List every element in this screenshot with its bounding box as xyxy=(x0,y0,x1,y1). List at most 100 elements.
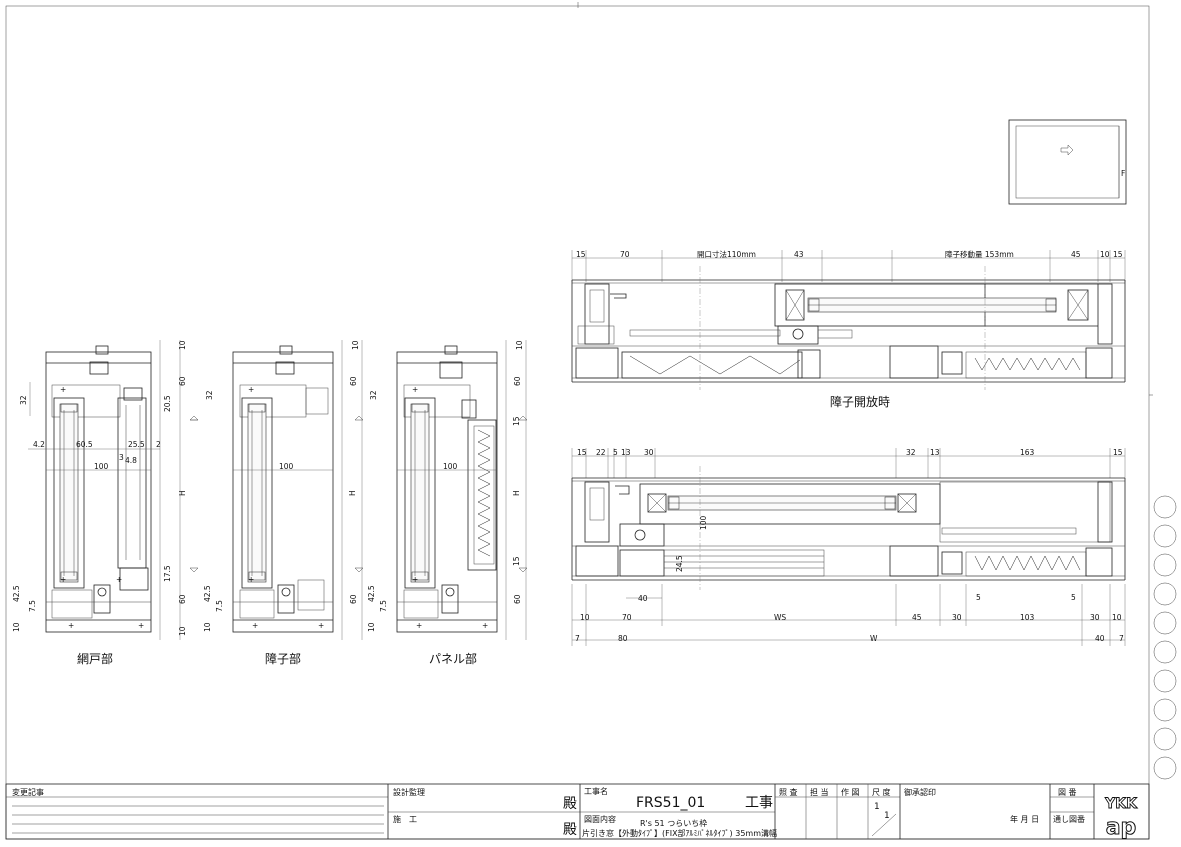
svg-text:10: 10 xyxy=(12,622,21,632)
svg-text:+: + xyxy=(116,575,122,584)
logo-top: YKK xyxy=(1104,796,1138,812)
svg-text:7.5: 7.5 xyxy=(28,600,37,612)
svg-text:3: 3 xyxy=(119,453,124,462)
svg-text:5: 5 xyxy=(613,448,618,457)
svg-text:32: 32 xyxy=(205,390,214,400)
dims-net: 32 10 60 20.5 H 17.5 60 10 4.2 60.5 25.5… xyxy=(12,340,199,640)
svg-text:障子移動量 153mm: 障子移動量 153mm xyxy=(945,249,1014,259)
svg-text:H: H xyxy=(348,490,357,496)
svg-text:30: 30 xyxy=(644,448,654,457)
svg-text:10: 10 xyxy=(178,626,187,636)
svg-text:15: 15 xyxy=(577,448,587,457)
svg-text:2: 2 xyxy=(156,440,161,449)
dims-shoji: 32 60 10 H 60 100 42.5 7.5 10 xyxy=(203,340,364,640)
svg-text:+: + xyxy=(252,621,258,630)
svg-text:30: 30 xyxy=(1090,613,1100,622)
svg-text:22: 22 xyxy=(596,448,606,457)
svg-text:+: + xyxy=(412,575,418,584)
check-label: 照 査 xyxy=(779,787,798,797)
plan-closed: 15 22 5 13 30 32 13 163 15 xyxy=(571,448,1126,646)
svg-text:+: + xyxy=(248,575,254,584)
svg-text:H: H xyxy=(178,490,187,496)
svg-text:10: 10 xyxy=(515,340,524,350)
dono-label-2: 殿 xyxy=(563,822,577,838)
svg-text:10: 10 xyxy=(178,340,187,350)
svg-text:+: + xyxy=(68,621,74,630)
svg-text:+: + xyxy=(482,621,488,630)
svg-text:70: 70 xyxy=(620,250,630,259)
drawn-label: 作 図 xyxy=(841,787,860,797)
scale-numerator: 1 xyxy=(874,802,880,812)
svg-text:100: 100 xyxy=(94,462,109,471)
approval-label: 御承認印 xyxy=(904,787,936,797)
scale-label: 尺 度 xyxy=(872,787,891,797)
dims-panel: 32 60 10 15 H 15 60 100 42.5 7.5 10 xyxy=(367,340,528,640)
plan-open: 15 70 開口寸法110mm 43 障子移動量 153mm 45 10 15 xyxy=(571,249,1126,390)
svg-text:60: 60 xyxy=(513,376,522,386)
svg-text:163: 163 xyxy=(1020,448,1035,457)
svg-text:4.8: 4.8 xyxy=(125,456,137,465)
svg-text:40: 40 xyxy=(1095,634,1105,643)
svg-text:+: + xyxy=(318,621,324,630)
revision-label: 変更記事 xyxy=(12,787,44,797)
svg-text:42.5: 42.5 xyxy=(367,585,376,602)
content-line-1: R's 51 つらいち枠 xyxy=(640,818,707,828)
sheet-border xyxy=(5,5,1150,840)
svg-text:+: + xyxy=(416,621,422,630)
drawing-content-label: 図面内容 xyxy=(584,814,616,824)
svg-text:WS: WS xyxy=(774,613,786,622)
svg-text:10: 10 xyxy=(203,622,212,632)
svg-text:7: 7 xyxy=(1119,634,1124,643)
project-suffix: 工事 xyxy=(745,795,773,811)
svg-text:5: 5 xyxy=(1071,593,1076,602)
svg-text:60: 60 xyxy=(178,376,187,386)
title-block xyxy=(5,783,1150,840)
svg-text:100: 100 xyxy=(279,462,294,471)
svg-text:15: 15 xyxy=(512,416,521,426)
svg-text:32: 32 xyxy=(369,390,378,400)
svg-text:10: 10 xyxy=(1112,613,1122,622)
svg-text:13: 13 xyxy=(621,448,631,457)
section-label-shoji: 障子部 xyxy=(265,651,301,666)
svg-text:17.5: 17.5 xyxy=(163,565,172,582)
key-plan-f-label: F xyxy=(1121,169,1125,178)
svg-text:32: 32 xyxy=(906,448,916,457)
dono-label-1: 殿 xyxy=(563,796,577,812)
svg-text:7.5: 7.5 xyxy=(215,600,224,612)
svg-text:60: 60 xyxy=(178,594,187,604)
svg-text:10: 10 xyxy=(351,340,360,350)
svg-text:H: H xyxy=(512,490,521,496)
date-label: 年 月 日 xyxy=(1010,814,1039,824)
section-net: + + + + + xyxy=(45,345,152,633)
svg-text:7: 7 xyxy=(575,634,580,643)
svg-text:+: + xyxy=(60,575,66,584)
svg-text:15: 15 xyxy=(512,556,521,566)
construction-label: 施 工 xyxy=(393,814,417,824)
svg-text:42.5: 42.5 xyxy=(12,585,21,602)
content-line-2: 片引き窓【外動ﾀｲﾌﾟ】(FIX部ｱﾙﾐﾊﾟﾈﾙﾀｲﾌﾟ) 35mm溝幅 xyxy=(582,828,777,838)
svg-text:32: 32 xyxy=(19,395,28,405)
section-label-panel: パネル部 xyxy=(429,651,477,666)
svg-text:60: 60 xyxy=(513,594,522,604)
drawing-no: 通し図番 xyxy=(1053,814,1085,824)
svg-text:45: 45 xyxy=(1071,250,1081,259)
logo-bottom: ap xyxy=(1106,815,1137,840)
section-label-net: 網戸部 xyxy=(77,651,113,666)
project-name: FRS51_01 xyxy=(636,795,705,811)
svg-text:5: 5 xyxy=(976,593,981,602)
svg-text:15: 15 xyxy=(1113,448,1123,457)
svg-text:40: 40 xyxy=(638,594,648,603)
plan-open-label: 障子開放時 xyxy=(830,394,890,409)
svg-text:60.5: 60.5 xyxy=(76,440,93,449)
svg-text:開口寸法110mm: 開口寸法110mm xyxy=(697,249,756,259)
svg-text:24.5: 24.5 xyxy=(675,555,684,572)
drawing-no-label: 図 番 xyxy=(1058,787,1077,797)
section-panel: + + + + xyxy=(396,345,498,633)
svg-text:30: 30 xyxy=(952,613,962,622)
svg-text:+: + xyxy=(248,385,254,394)
svg-text:80: 80 xyxy=(618,634,628,643)
svg-text:60: 60 xyxy=(349,376,358,386)
svg-text:+: + xyxy=(138,621,144,630)
svg-text:10: 10 xyxy=(367,622,376,632)
